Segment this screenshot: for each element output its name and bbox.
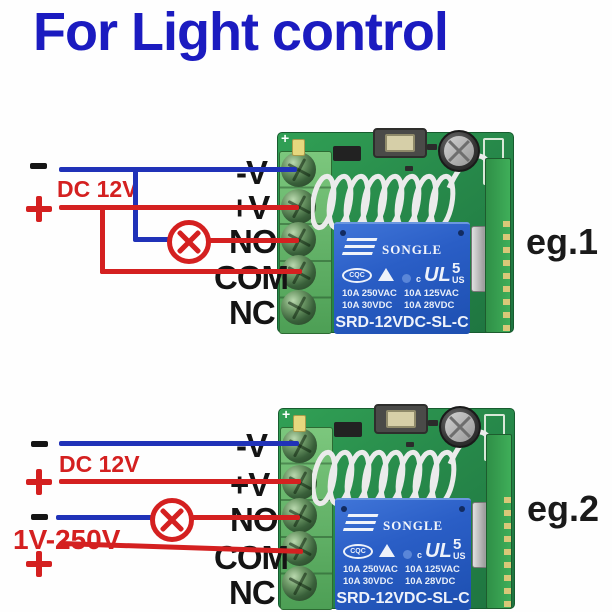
- wire-positive-branch-down: [100, 205, 105, 274]
- rating-cell: 10A 250VAC: [342, 288, 397, 299]
- minus-symbol: [31, 514, 48, 520]
- lamp-icon: [167, 220, 211, 264]
- relay-class-number: 5: [452, 260, 461, 277]
- wire-positive-to-plusV: [59, 205, 299, 210]
- relay-pin-dot: [458, 230, 464, 236]
- wire-positive-to-plusV: [59, 479, 301, 484]
- cqc-mark-icon: CQC: [343, 544, 373, 559]
- ul-c-mark: c: [416, 274, 422, 284]
- push-button-icon: [374, 404, 428, 434]
- wire-to-COM: [100, 269, 302, 274]
- load-voltage-label: 1V-250V: [13, 524, 121, 555]
- power-source-label: DC 12V: [59, 451, 140, 477]
- relay-certifications: CQC c UL 5 US: [343, 537, 467, 562]
- gold-pads: [503, 221, 510, 331]
- ul-us-mark: US: [452, 275, 465, 285]
- terminal-label-COM: COM: [214, 259, 289, 296]
- relay-pin-dot: [459, 506, 465, 512]
- example-caption: eg.1: [526, 221, 599, 262]
- wire-lamp-to-NO: [209, 238, 299, 243]
- plus-symbol: [26, 551, 52, 577]
- relay-ratings: 10A 250VAC 10A 125VAC 10A 30VDC 10A 28VD…: [343, 564, 467, 587]
- relay-component: SONGLE CQC c UL 5 US 10A 250VAC 10A 125V…: [335, 498, 471, 610]
- receiver-subboard: [485, 158, 511, 333]
- led-icon: [292, 139, 305, 156]
- relay-pin-dot: [340, 230, 346, 236]
- lamp-icon: [150, 498, 194, 542]
- relay-brand: SONGLE: [383, 518, 444, 533]
- pcb-plus-marking: +: [281, 130, 290, 146]
- ul-mark-icon: UL: [424, 264, 451, 286]
- gold-pads: [504, 497, 511, 607]
- smd-component: [406, 442, 414, 447]
- screw-terminal: [281, 290, 316, 325]
- transistor-icon: [334, 422, 362, 437]
- wire-branch-to-lamp: [133, 237, 171, 242]
- rating-cell: 10A 125VAC: [404, 288, 459, 299]
- pcb-plus-marking: +: [282, 406, 291, 422]
- relay-certifications: CQC c UL 5 US: [342, 261, 466, 286]
- smd-component: [428, 420, 438, 426]
- triangle-cert-icon: [378, 268, 394, 281]
- smd-component: [405, 166, 413, 171]
- minus-symbol: [31, 441, 48, 447]
- power-source-label: DC 12V: [57, 176, 138, 202]
- terminal-label-minusV: -V: [236, 154, 268, 191]
- receiver-subboard: [486, 434, 512, 609]
- triangle-cert-icon: [379, 544, 395, 557]
- rating-cell: 10A 125VAC: [405, 564, 460, 575]
- relay-dot: [403, 550, 412, 559]
- relay-module-board: +: [277, 128, 514, 336]
- plus-symbol: [26, 469, 52, 495]
- relay-ratings: 10A 250VAC 10A 125VAC 10A 30VDC 10A 28VD…: [342, 288, 466, 311]
- relay-class-number: 5: [453, 536, 462, 553]
- wire-lamp-to-NO: [192, 515, 300, 520]
- ul-mark-icon: UL: [425, 540, 452, 562]
- relay-dot: [402, 274, 411, 283]
- cqc-mark-icon: CQC: [342, 268, 372, 283]
- ul-c-mark: c: [417, 550, 423, 560]
- terminal-label-NC: NC: [229, 294, 276, 331]
- capacitor-icon: [439, 406, 481, 448]
- smd-component: [427, 144, 437, 150]
- screw-terminal: [282, 566, 317, 601]
- rating-cell: 10A 250VAC: [343, 564, 398, 575]
- led-icon: [293, 415, 306, 432]
- relay-model: SRD-12VDC-SL-C: [335, 314, 469, 331]
- relay-component: SONGLE CQC c UL 5 US 10A 250VAC 10A 125V…: [334, 222, 470, 334]
- plus-symbol: [26, 196, 52, 222]
- relay-module-board: +: [278, 404, 515, 612]
- rating-cell: 10A 28VDC: [405, 576, 456, 587]
- songle-logo-icon: [340, 238, 378, 259]
- page-title: For Light control: [33, 2, 449, 62]
- relay-model: SRD-12VDC-SL-C: [336, 590, 470, 607]
- capacitor-icon: [438, 130, 480, 172]
- relay-brand: SONGLE: [382, 242, 443, 257]
- relay-pin-dot: [341, 506, 347, 512]
- songle-logo-icon: [341, 514, 379, 535]
- rating-cell: 10A 30VDC: [342, 300, 393, 311]
- wire-negative-to-minusV: [59, 441, 299, 446]
- minus-symbol: [30, 163, 47, 169]
- rating-cell: 10A 28VDC: [404, 300, 455, 311]
- ul-us-mark: US: [453, 551, 466, 561]
- wire-negative-to-minusV: [59, 167, 297, 172]
- rating-cell: 10A 30VDC: [343, 576, 394, 587]
- terminal-label-NC: NC: [229, 574, 276, 611]
- push-button-icon: [373, 128, 427, 158]
- transistor-icon: [333, 146, 361, 161]
- wire-load-to-lamp: [56, 515, 152, 520]
- terminal-label-plusV: +V: [230, 466, 270, 503]
- wire-negative-branch-down: [133, 167, 138, 241]
- example-caption: eg.2: [527, 488, 600, 529]
